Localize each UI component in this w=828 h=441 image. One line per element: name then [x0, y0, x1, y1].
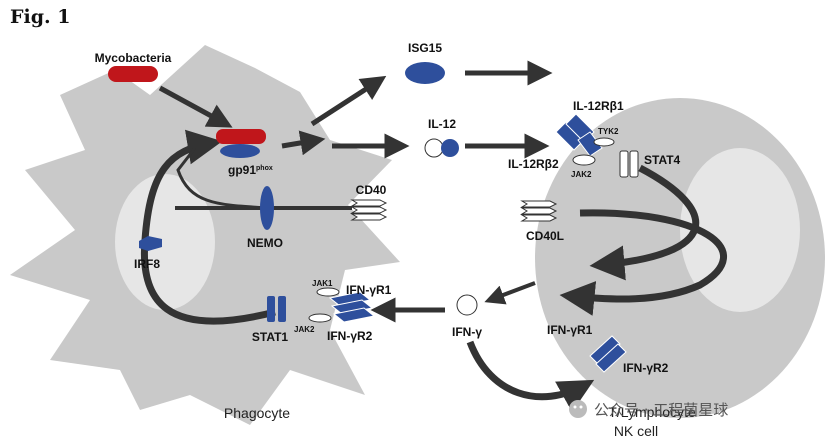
jak1-shape	[316, 287, 340, 297]
arrow-mycobacteria-to-gp91	[158, 85, 233, 128]
il12r-receptor	[555, 113, 603, 157]
arrow-ifng-to-lymph	[466, 340, 595, 413]
irf8-label: IRF8	[134, 257, 160, 271]
cd40l-label: CD40L	[526, 229, 564, 243]
stat4-shape-b	[629, 150, 639, 178]
arrow-gp91-forward	[281, 130, 326, 156]
cd40l-shape	[520, 200, 558, 222]
arrow-nemo-loop	[176, 147, 269, 210]
jak1-label: JAK1	[312, 279, 333, 288]
figure-label: Fig. 1	[10, 6, 71, 28]
stat1-shape-b	[278, 296, 286, 322]
ifng-label: IFN-γ	[452, 325, 482, 339]
stat4-label: STAT4	[644, 153, 681, 167]
ifngr2-right-label: IFN-γR2	[623, 361, 669, 375]
ifngr2-left-label: IFN-γR2	[327, 329, 373, 343]
tyk2-shape	[593, 137, 615, 147]
ifngr1-right-label: IFN-γR1	[547, 323, 593, 337]
irf8-shape	[139, 236, 162, 251]
il12rb2-label: IL-12Rβ2	[508, 157, 559, 171]
cd40-label: CD40	[356, 183, 387, 197]
gp91-blue-shape	[220, 144, 260, 158]
stat1-shape-a	[267, 296, 275, 322]
ifngr-right-receptor	[589, 335, 627, 373]
il12-white-subunit	[424, 138, 444, 158]
ifngr1-left-label: IFN-γR1	[346, 283, 392, 297]
watermark: 公众号 · 工程菌星球	[569, 400, 728, 419]
gp91-red-shape	[216, 129, 266, 144]
watermark-text: 公众号 · 工程菌星球	[594, 401, 728, 419]
cd40-shape	[350, 199, 388, 221]
isg15-shape	[405, 62, 445, 84]
ifngr-left-receptor	[328, 291, 376, 323]
arrow-lymph-to-ifng	[484, 281, 536, 305]
mycobacteria-label: Mycobacteria	[95, 51, 172, 65]
isg15-label: ISG15	[408, 41, 442, 55]
nemo-label: NEMO	[247, 236, 283, 250]
jak2-right-shape	[572, 154, 596, 166]
nkcell-label: NK cell	[614, 423, 658, 439]
stat1-label: STAT1	[252, 330, 289, 344]
il12-blue-subunit	[441, 139, 459, 157]
tyk2-label: TYK2	[598, 127, 619, 136]
arrow-stat4-curve-2	[559, 209, 727, 316]
jak2-left-label: JAK2	[294, 325, 315, 334]
tlymphocyte-label: T/Lymphocyte	[608, 404, 696, 420]
phagocyte-nucleus	[115, 174, 215, 310]
arrow-gp91-to-isg15	[310, 75, 387, 127]
stat4-shape-a	[619, 150, 629, 178]
phagocyte-label: Phagocyte	[224, 405, 290, 421]
lymphocyte-nucleus	[680, 148, 800, 312]
ifng-shape	[456, 294, 478, 316]
gp91-superscript: phox	[256, 165, 273, 172]
mycobacteria-shape	[108, 66, 158, 82]
gp91-label: gp91phox	[228, 163, 273, 177]
jak2-left-shape	[308, 313, 332, 323]
wechat-icon	[569, 400, 587, 418]
jak2-right-label: JAK2	[571, 170, 592, 179]
il12rb1-label: IL-12Rβ1	[573, 99, 624, 113]
nemo-shape	[260, 186, 274, 230]
il12-label: IL-12	[428, 117, 456, 131]
